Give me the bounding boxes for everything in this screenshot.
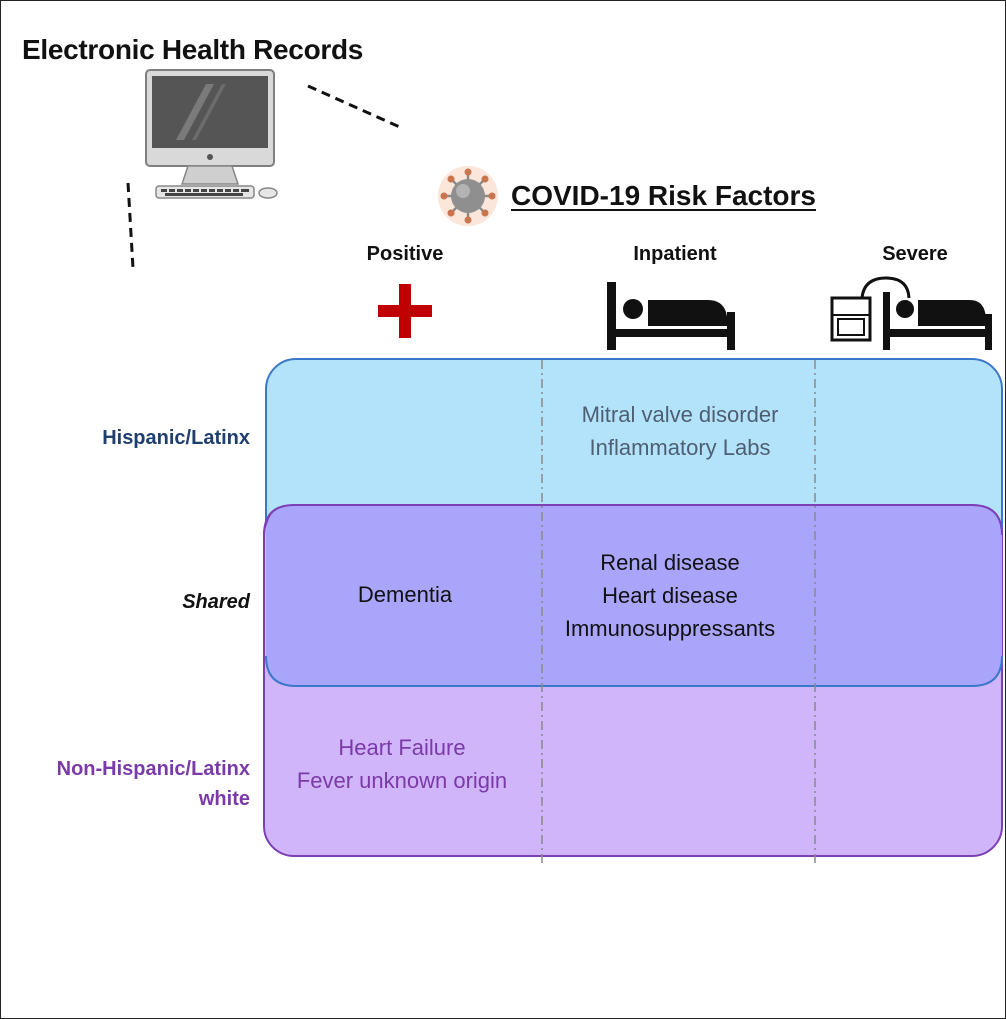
cell-hispanic-inpatient: Mitral valve disorder Inflammatory Labs (545, 398, 815, 464)
column-header-inpatient: Inpatient (633, 243, 717, 265)
cell-shared-inpatient: Renal disease Heart disease Immunosuppre… (535, 546, 805, 645)
diagram-subtitle: COVID-19 Risk Factors (511, 180, 816, 211)
row-label-non-hispanic-line2: white (198, 788, 250, 810)
shared-region (266, 505, 1002, 686)
risk-factor: Fever unknown origin (296, 768, 508, 793)
connector-line-down (126, 182, 135, 269)
row-label-non-hispanic-line1: Non-Hispanic/Latinx (56, 758, 250, 780)
ventilator-bed-icon (830, 276, 992, 350)
cell-shared-positive: Dementia (270, 578, 540, 611)
risk-factor: Mitral valve disorder (581, 402, 779, 427)
risk-factor: Heart Failure (338, 735, 466, 760)
hospital-bed-icon (607, 282, 735, 350)
risk-factor: Immunosuppressants (564, 616, 776, 641)
connector-line-right (307, 84, 403, 130)
plus-cross-icon (378, 284, 432, 338)
column-header-severe: Severe (882, 243, 948, 265)
row-label-hispanic: Hispanic/Latinx (102, 427, 250, 449)
row-label-non-hispanic: Non-Hispanic/Latinx white (57, 754, 250, 814)
risk-factor: Renal disease (600, 550, 740, 575)
desktop-computer-icon (145, 69, 278, 199)
risk-factor: Heart disease (602, 583, 738, 608)
row-label-shared: Shared (182, 591, 250, 613)
column-header-positive: Positive (366, 243, 444, 265)
shared-region-border (265, 655, 1003, 687)
coronavirus-icon (438, 166, 498, 226)
risk-factor: Dementia (357, 582, 453, 607)
cell-non-hispanic-positive: Heart Failure Fever unknown origin (264, 731, 540, 797)
page-title: Electronic Health Records (22, 34, 364, 65)
risk-factor: Inflammatory Labs (589, 435, 771, 460)
shared-region-top-border (263, 504, 1003, 536)
